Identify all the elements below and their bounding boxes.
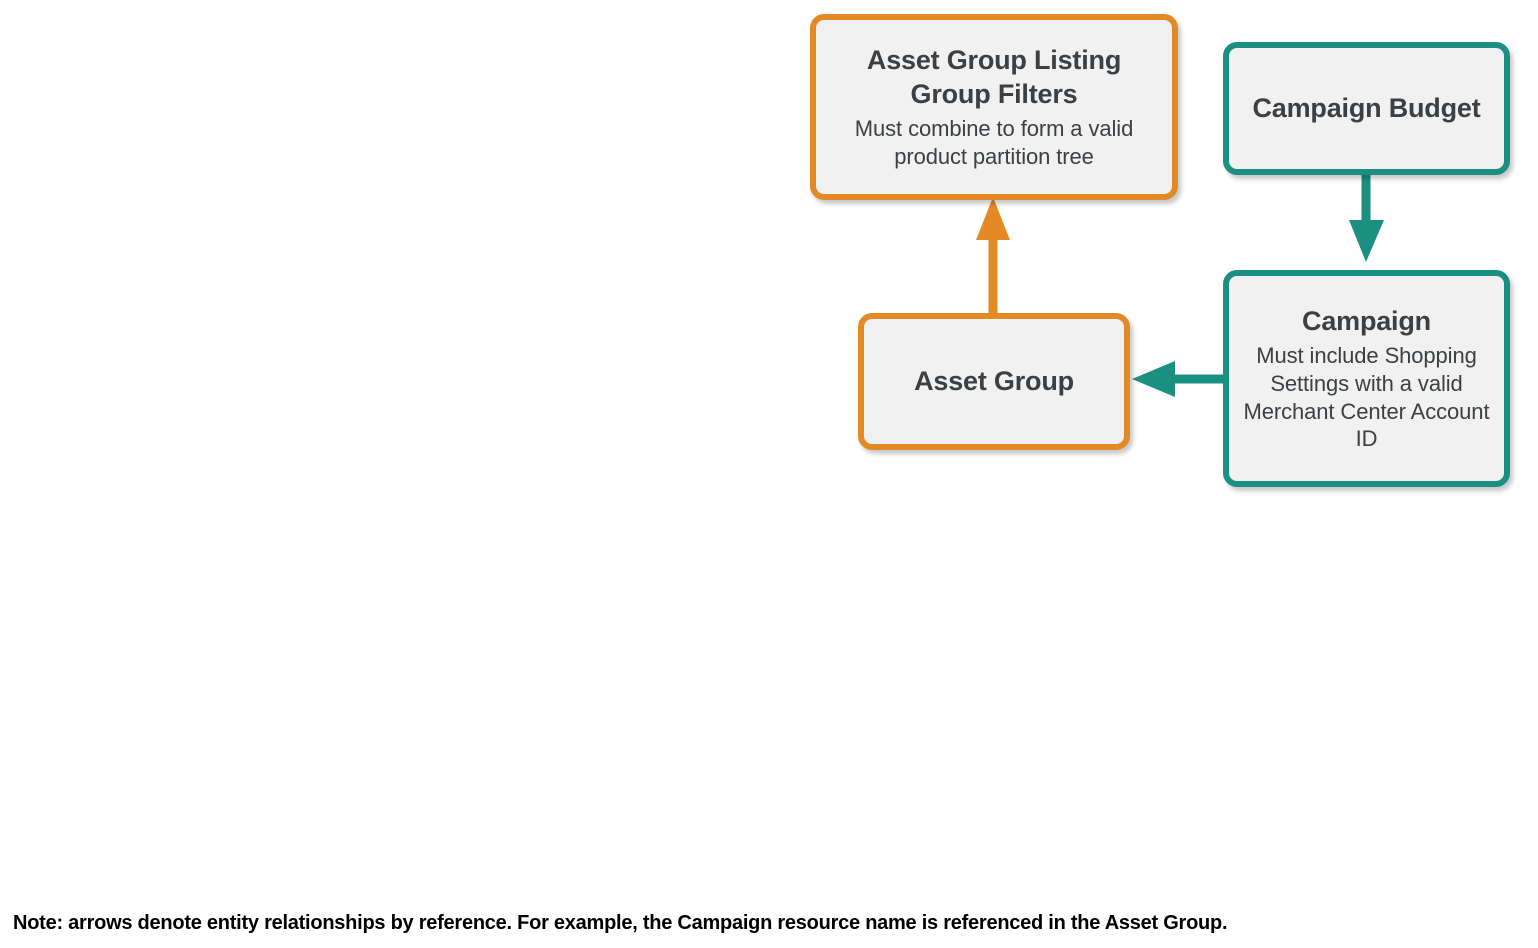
node-subtitle: Must include Shopping Settings with a va… [1243, 343, 1490, 452]
node-title: Asset Group [914, 366, 1074, 397]
diagram-footnote: Note: arrows denote entity relationships… [13, 912, 1228, 934]
arrowhead-down-teal [1349, 220, 1384, 262]
edge-asset-group-to-listing-group-filters [976, 197, 1010, 322]
edge-campaign-to-asset-group [1132, 361, 1228, 397]
edge-campaign-budget-to-campaign [1349, 170, 1384, 262]
node-asset-group[interactable]: Asset Group [858, 313, 1130, 450]
node-title: Campaign Budget [1252, 93, 1481, 124]
node-campaign-budget[interactable]: Campaign Budget [1223, 42, 1510, 175]
node-subtitle: Must combine to form a valid product par… [854, 116, 1134, 170]
node-campaign[interactable]: Campaign Must include Shopping Settings … [1223, 270, 1510, 487]
node-title: Campaign [1302, 306, 1431, 337]
arrowhead-left-teal [1132, 361, 1175, 397]
node-asset-group-listing-group-filters[interactable]: Asset Group Listing Group Filters Must c… [810, 14, 1178, 200]
node-title: Asset Group Listing Group Filters [866, 45, 1122, 110]
arrowhead-up-orange [976, 197, 1010, 240]
